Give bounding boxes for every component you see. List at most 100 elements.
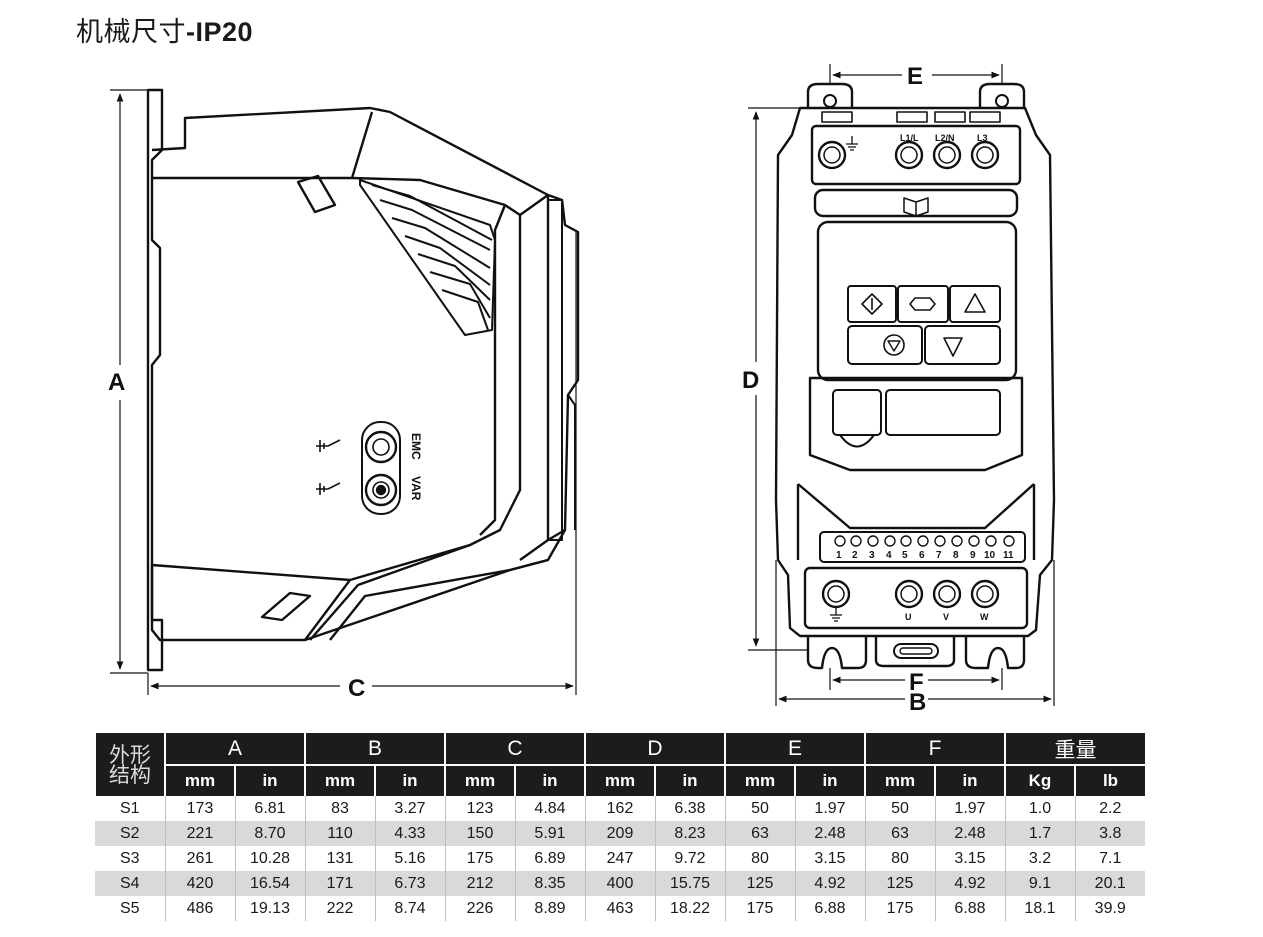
value-cell: 400 [584, 871, 655, 896]
value-cell: 10.28 [234, 846, 305, 871]
value-cell: 6.88 [934, 896, 1005, 921]
value-cell: 226 [444, 896, 515, 921]
shape-cell: S4 [95, 871, 165, 896]
group-header-b: B [304, 733, 445, 765]
unit-header: mm [304, 764, 375, 796]
unit-header: in [514, 764, 585, 796]
value-cell: 63 [724, 821, 795, 846]
value-cell: 50 [724, 796, 795, 821]
value-cell: 175 [444, 846, 515, 871]
value-cell: 2.48 [794, 821, 865, 846]
unit-header: mm [584, 764, 655, 796]
side-body-outline [150, 106, 580, 642]
value-cell: 8.23 [654, 821, 725, 846]
value-cell: 18.22 [654, 896, 725, 921]
shape-cell: S2 [95, 821, 165, 846]
unit-header: in [234, 764, 305, 796]
unit-header: in [374, 764, 445, 796]
value-cell: 2.2 [1074, 796, 1145, 821]
value-cell: 16.54 [234, 871, 305, 896]
value-cell: 20.1 [1074, 871, 1145, 896]
dim-a-label: A [108, 369, 125, 396]
value-cell: 125 [864, 871, 935, 896]
value-cell: 9.72 [654, 846, 725, 871]
value-cell: 80 [864, 846, 935, 871]
unit-header: lb [1074, 764, 1145, 796]
shape-header: 外形 结构 [94, 733, 165, 796]
terminal-label-l2: L2/N [935, 133, 955, 143]
value-cell: 486 [164, 896, 235, 921]
group-header-c: C [444, 733, 585, 765]
group-header-weight: 重量 [1004, 733, 1145, 765]
unit-header: in [934, 764, 1005, 796]
dim-c-label: C [348, 675, 365, 702]
value-cell: 212 [444, 871, 515, 896]
value-cell: 6.38 [654, 796, 725, 821]
value-cell: 1.97 [934, 796, 1005, 821]
value-cell: 4.92 [794, 871, 865, 896]
title-zh: 机械尺寸 [76, 17, 186, 48]
stop-button-icon [887, 340, 901, 352]
value-cell: 162 [584, 796, 655, 821]
value-cell: 6.81 [234, 796, 305, 821]
dimension-drawing: EMC VAR A C [108, 63, 1056, 716]
control-terminal-numbers: 1 2 3 4 5 6 7 8 9 10 11 [836, 550, 1014, 561]
value-cell: 3.27 [374, 796, 445, 821]
value-cell: 2.48 [934, 821, 1005, 846]
down-button-icon [943, 337, 963, 357]
shape-cell: S3 [119, 849, 140, 867]
control-terminal-number: 1 [836, 550, 842, 561]
control-terminal-number: 2 [852, 550, 858, 561]
value-cell: 261 [164, 846, 235, 871]
value-cell: 150 [444, 821, 515, 846]
value-cell: 463 [584, 896, 655, 921]
shape-cell: S5 [119, 899, 140, 917]
value-cell: 3.2 [1004, 846, 1075, 871]
value-cell: 1.0 [1004, 796, 1075, 821]
value-cell: 110 [304, 821, 375, 846]
shape-header-line1: 外形 [109, 742, 151, 767]
page-title: 机械尺寸-IP20 [76, 10, 253, 49]
unit-header: mm [864, 764, 935, 796]
value-cell: 3.15 [794, 846, 865, 871]
dim-e-label: E [907, 63, 923, 90]
value-cell: 8.35 [514, 871, 585, 896]
value-cell: 3.15 [934, 846, 1005, 871]
value-cell: 171 [304, 871, 375, 896]
value-cell: 7.1 [1074, 846, 1145, 871]
value-cell: 5.16 [374, 846, 445, 871]
control-terminal-number: 11 [1003, 550, 1014, 561]
value-cell: 50 [864, 796, 935, 821]
motor-label-v: V [943, 612, 949, 622]
value-cell: 4.33 [374, 821, 445, 846]
value-cell: 1.7 [1004, 821, 1075, 846]
value-cell: 39.9 [1074, 896, 1145, 921]
value-cell: 8.70 [234, 821, 305, 846]
shape-cell: S1 [119, 799, 140, 817]
control-terminal-number: 8 [953, 550, 959, 561]
value-cell: 123 [444, 796, 515, 821]
value-cell: 5.91 [514, 821, 585, 846]
value-cell: 221 [164, 821, 235, 846]
unit-header: in [654, 764, 725, 796]
control-terminal-number: 9 [970, 550, 976, 561]
value-cell: 8.74 [374, 896, 445, 921]
unit-header: mm [444, 764, 515, 796]
group-header-f: F [864, 733, 1005, 765]
terminal-label-l1: L1/L [900, 133, 919, 143]
start-button-icon [861, 293, 883, 315]
dim-b-label: B [909, 689, 926, 716]
control-terminal-number: 4 [886, 550, 892, 561]
group-header-e: E [724, 733, 865, 765]
terminal-label-l3: L3 [977, 133, 988, 143]
dimension-table: 外形 结构 A B C D E F 重量 mm in mm in mm in m… [94, 733, 1145, 921]
value-cell: 3.8 [1074, 821, 1145, 846]
side-dimensions [110, 89, 577, 695]
value-cell: 18.1 [1004, 896, 1075, 921]
side-view [146, 88, 580, 672]
